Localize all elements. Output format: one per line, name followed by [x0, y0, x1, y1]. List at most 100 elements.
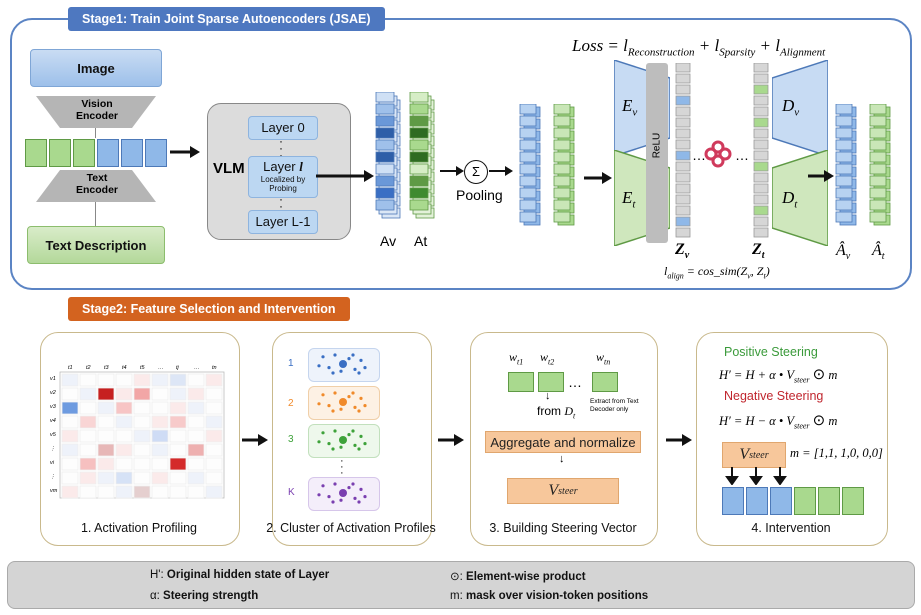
zt-cell	[753, 172, 769, 183]
weight-block	[508, 372, 534, 392]
cluster-point	[317, 493, 321, 497]
heat-cell	[151, 373, 169, 387]
heat-row-label: v5	[50, 432, 57, 438]
av-label: Av	[380, 233, 397, 249]
heat-cell	[133, 373, 151, 387]
cluster-centroid	[339, 360, 347, 368]
heat-cell	[61, 443, 79, 457]
heat-cell	[97, 457, 115, 471]
zv-label: Zv	[675, 241, 690, 262]
arrow-icon	[489, 166, 513, 176]
w-label: wt1	[509, 350, 524, 367]
zt-cell	[753, 106, 769, 117]
heat-cell	[79, 415, 97, 429]
panel4-caption: 4. Intervention	[751, 521, 831, 535]
heat-cell	[61, 485, 79, 499]
heat-col-label: t5	[140, 365, 146, 371]
legend-key: m:	[450, 590, 463, 602]
cluster-point	[327, 366, 331, 370]
pooled-at-cell	[553, 139, 571, 151]
heat-col-label: tj	[176, 365, 180, 371]
heat-cell	[97, 471, 115, 485]
ellipsis: …	[568, 374, 582, 390]
heat-cell	[169, 429, 187, 443]
heat-cell	[151, 457, 169, 471]
mask-eq: m = [1,1, 1,0, 0,0]	[790, 446, 883, 460]
heat-cell	[115, 415, 133, 429]
heat-row-label: ⋮	[50, 474, 56, 480]
hidden-token-blue	[770, 487, 792, 515]
recon-av-cell	[835, 115, 853, 127]
heat-cell	[97, 387, 115, 401]
cluster-id: K	[288, 487, 295, 498]
arrow-icon	[584, 172, 612, 184]
panel1-caption: 1. Activation Profiling	[80, 521, 198, 535]
heat-cell	[61, 457, 79, 471]
heat-cell	[61, 429, 79, 443]
pooled-av-cell	[519, 211, 537, 223]
pooled-av-cell	[519, 139, 537, 151]
text-encoder-trapezoid	[36, 170, 156, 202]
pooled-av-cell	[519, 151, 537, 163]
arrow-icon	[440, 166, 464, 176]
cluster-point	[359, 396, 363, 400]
sigma-circle: Σ	[464, 160, 488, 184]
relu-label: ReLU	[651, 132, 663, 159]
legend-val: Original hidden state of Layer	[166, 569, 330, 581]
zt-cell	[753, 63, 769, 73]
heat-cell	[133, 415, 151, 429]
cluster-point	[327, 495, 331, 499]
legend-alpha: α: Steering strength	[150, 590, 258, 602]
recon-at-cell	[869, 104, 887, 115]
recon-av-cell	[835, 199, 853, 211]
recon-at-cell	[869, 199, 887, 211]
recon-stacks	[835, 104, 891, 226]
heat-col-label: …	[194, 365, 200, 371]
legend-key: ⊙:	[450, 571, 463, 583]
negative-eq: H′ = H − α • Vsteer ⊙ m	[719, 413, 838, 431]
align-equation: lalign = cos_sim(Zv, Zt)	[664, 264, 770, 281]
recon-at-cell	[869, 175, 887, 187]
zt-cell	[753, 227, 769, 238]
heat-cell	[133, 429, 151, 443]
pooled-at-cell	[553, 115, 571, 127]
heat-cell	[61, 415, 79, 429]
heat-cell	[61, 471, 79, 485]
av-cell	[375, 103, 395, 115]
heat-cell	[151, 401, 169, 415]
layer-0: Layer 0	[248, 116, 318, 140]
cluster-point	[339, 445, 343, 449]
arrow-icon	[242, 434, 268, 446]
zv-cell	[675, 117, 691, 128]
vision-encoder-trapezoid	[36, 96, 156, 128]
cluster-point	[357, 371, 361, 375]
av-cell	[375, 175, 395, 187]
stage1-title: Stage1: Train Joint Sparse Autoencoders …	[68, 7, 385, 31]
legend-odot: ⊙: Element-wise product	[450, 569, 586, 583]
cluster-point	[317, 440, 321, 444]
cluster-point	[363, 366, 367, 370]
zv-cell	[675, 84, 691, 95]
stage2-title: Stage2: Feature Selection and Interventi…	[68, 297, 350, 321]
pooling-label: Pooling	[456, 187, 503, 203]
zt-cell	[753, 161, 769, 172]
heat-cell	[61, 401, 79, 415]
token-green	[49, 139, 71, 167]
recon-av-cell	[835, 139, 853, 151]
recon-at-cell	[869, 127, 887, 139]
recon-av-cell	[835, 211, 853, 223]
heat-cell	[205, 429, 223, 443]
heat-cell	[115, 373, 133, 387]
heat-cell	[205, 485, 223, 499]
at-cell	[409, 115, 429, 127]
hidden-token-green	[818, 487, 840, 515]
cluster-point	[353, 443, 357, 447]
cluster-id: 2	[288, 398, 294, 409]
heat-row-label: v3	[50, 404, 57, 410]
zv-column	[675, 63, 691, 238]
at-cell	[409, 92, 429, 103]
cluster-point	[347, 486, 351, 490]
positive-eq: H′ = H + α • Vsteer ⊙ m	[719, 367, 838, 385]
